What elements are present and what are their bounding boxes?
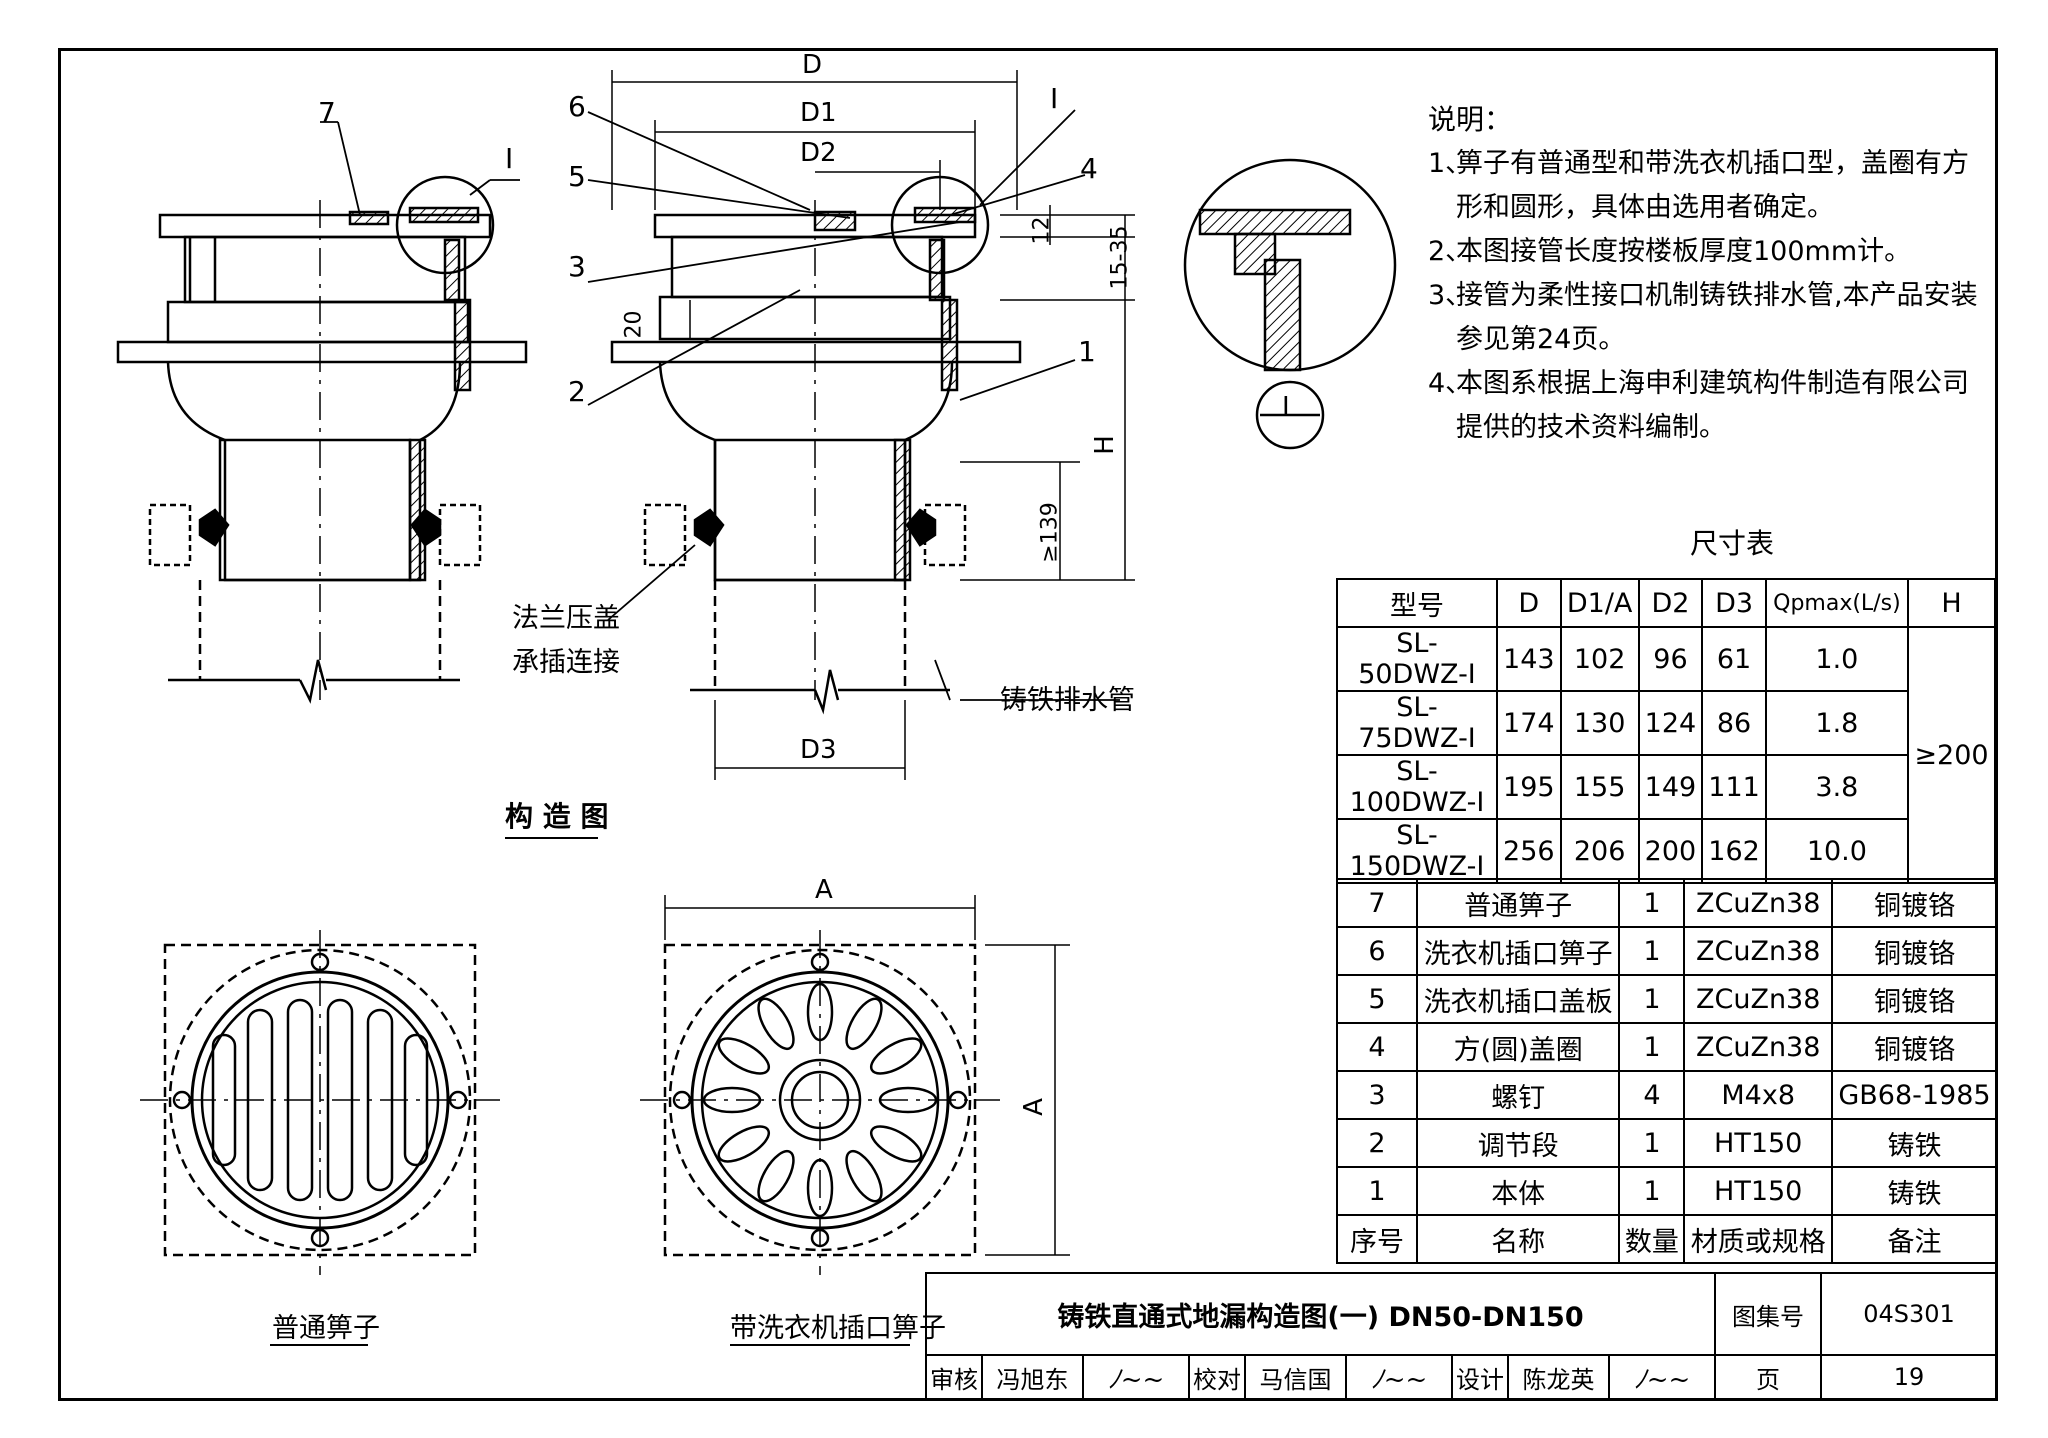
middle-section-view [587, 70, 1135, 780]
page-number: 19 [1820, 1354, 1998, 1400]
normal-grate-plan [140, 930, 500, 1275]
flange-label: 法兰压盖 [512, 603, 620, 634]
part-label-4: 4 [1080, 152, 1098, 185]
part-label-1: 1 [1078, 335, 1096, 368]
notes-title: 说明： [1428, 103, 1513, 136]
part-label-3: 3 [568, 250, 586, 283]
construction-diagram-title: 构 造 图 [505, 800, 609, 833]
table-header-row: 序号名称数量材质或规格备注 [1336, 1214, 1999, 1264]
dim-20: 20 [621, 310, 647, 339]
checker-name: 马信国 [1244, 1354, 1347, 1400]
normal-grate-title: 普通箅子 [272, 1313, 380, 1344]
dim-12: 12 [1029, 216, 1055, 245]
reviewer-name: 冯旭东 [981, 1354, 1084, 1400]
dim-H: H [1089, 435, 1120, 455]
note-item: 2、本图接管长度按楼板厚度100mm计。 [1428, 236, 1912, 267]
note-item: 3、接管为柔性接口机制铸铁排水管,本产品安装参见第24页。 [1428, 280, 1978, 355]
dim-D: D [802, 50, 823, 80]
review-label: 审核 [925, 1354, 983, 1400]
atlas-number: 04S301 [1820, 1272, 1998, 1356]
notes-block: 说明： 1、箅子有普通型和带洗衣机插口型，盖圈有方形和圆形，具体由选用者确定。 … [1428, 98, 1988, 450]
note-item: 1、箅子有普通型和带洗衣机插口型，盖圈有方形和圆形，具体由选用者确定。 [1428, 148, 1969, 223]
dim-D2: D2 [800, 138, 837, 168]
part-label-6: 6 [568, 90, 586, 123]
note-item: 4、本图系根据上海申利建筑构件制造有限公司提供的技术资料编制。 [1428, 368, 1969, 443]
dim-A-top: A [815, 875, 833, 905]
page-label: 页 [1714, 1354, 1822, 1400]
part-label-2: 2 [568, 375, 586, 408]
drawing-frame [58, 48, 1998, 1401]
dim-15-35: 15-35 [1107, 225, 1133, 290]
designer-signature: ﾉ~~ [1608, 1354, 1716, 1400]
checker-signature: ﾉ~~ [1345, 1354, 1453, 1400]
drawing-title: 铸铁直通式地漏构造图(一) DN50-DN150 [925, 1272, 1716, 1356]
drain-pipe-label: 铸铁排水管 [1000, 685, 1135, 716]
atlas-label: 图集号 [1714, 1272, 1822, 1356]
dim-D3: D3 [800, 735, 837, 765]
dim-D1: D1 [800, 98, 837, 128]
table-header-row: 型号 D D1/A D2 D3 Qpmax(L/s) H [1336, 578, 1997, 628]
washer-grate-title: 带洗衣机插口箅子 [730, 1313, 946, 1344]
dim-A-side: A [1018, 1098, 1049, 1116]
title-block: 铸铁直通式地漏构造图(一) DN50-DN150 图集号 04S301 审核 冯… [925, 1272, 1998, 1400]
design-label: 设计 [1451, 1354, 1509, 1400]
detail-mark-mid: I [1050, 82, 1059, 115]
designer-name: 陈龙英 [1507, 1354, 1610, 1400]
detail-view-I [1183, 158, 1397, 450]
part-label-5: 5 [568, 160, 586, 193]
dimension-table-title: 尺寸表 [1690, 527, 1775, 560]
washer-grate-plan [640, 895, 1070, 1275]
dim-139: ≥139 [1037, 502, 1063, 563]
detail-symbol: I [1282, 392, 1290, 422]
left-section-view [116, 121, 528, 704]
check-label: 校对 [1188, 1354, 1246, 1400]
socket-label: 承插连接 [512, 647, 620, 678]
reviewer-signature: ﾉ~~ [1082, 1354, 1190, 1400]
part-label-7: 7 [318, 96, 336, 129]
detail-mark-left: I [505, 142, 514, 175]
h-value: ≥200 [1906, 626, 1997, 884]
